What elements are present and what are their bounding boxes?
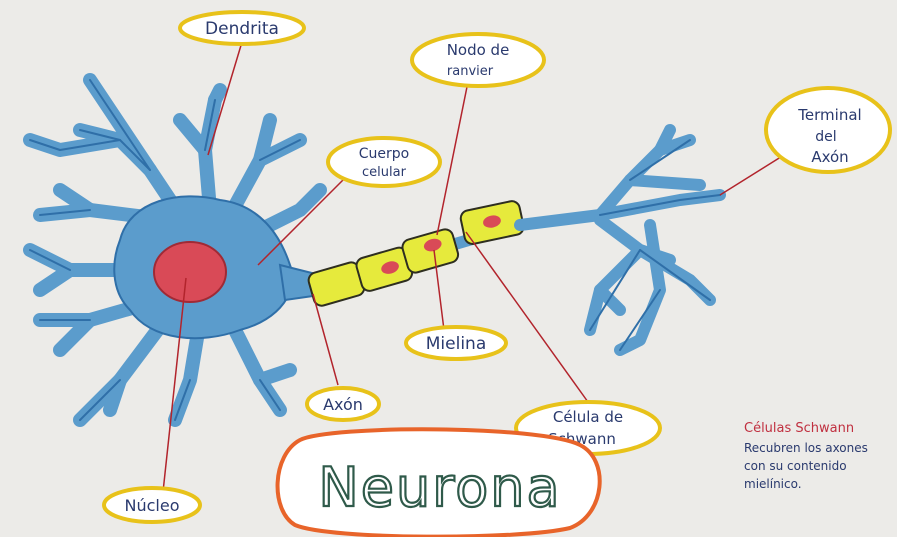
label-mielina: Mielina xyxy=(406,327,506,359)
label-terminal-axon: Terminal del Axón xyxy=(766,88,890,172)
label-terminal-line1: Terminal xyxy=(797,106,861,124)
label-nucleo: Núcleo xyxy=(104,488,200,522)
label-terminal-line2: del xyxy=(815,129,836,145)
nucleus xyxy=(154,242,226,302)
label-cuerpo-line1: Cuerpo xyxy=(359,146,409,162)
label-axon: Axón xyxy=(307,388,379,420)
label-dendrita-text: Dendrita xyxy=(205,19,279,39)
leader-axon xyxy=(313,294,338,385)
label-nucleo-text: Núcleo xyxy=(125,496,180,515)
note-heading: Células Schwann xyxy=(744,421,854,436)
label-cuerpo-celular: Cuerpo celular xyxy=(328,138,440,186)
label-cuerpo-line2: celular xyxy=(362,165,407,180)
title-frame: Neurona xyxy=(278,429,600,536)
label-schwann-line1: Célula de xyxy=(553,408,623,426)
label-nodo-ranvier: Nodo de ranvier xyxy=(412,34,544,86)
note-line3: mielínico. xyxy=(744,477,802,491)
label-nodo-line2: ranvier xyxy=(447,64,494,79)
label-nodo-line1: Nodo de xyxy=(447,41,510,59)
label-mielina-text: Mielina xyxy=(426,334,487,354)
label-terminal-line3: Axón xyxy=(811,148,848,166)
label-dendrita: Dendrita xyxy=(180,12,304,44)
schwann-note: Células Schwann Recubren los axones con … xyxy=(744,421,868,491)
myelin-sheath xyxy=(307,200,525,308)
leader-schwann xyxy=(466,232,588,402)
diagram-title: Neurona xyxy=(318,456,561,519)
axon-terminals xyxy=(520,130,720,350)
note-line2: con su contenido xyxy=(744,459,847,473)
note-line1: Recubren los axones xyxy=(744,441,868,455)
label-axon-text: Axón xyxy=(323,395,363,414)
